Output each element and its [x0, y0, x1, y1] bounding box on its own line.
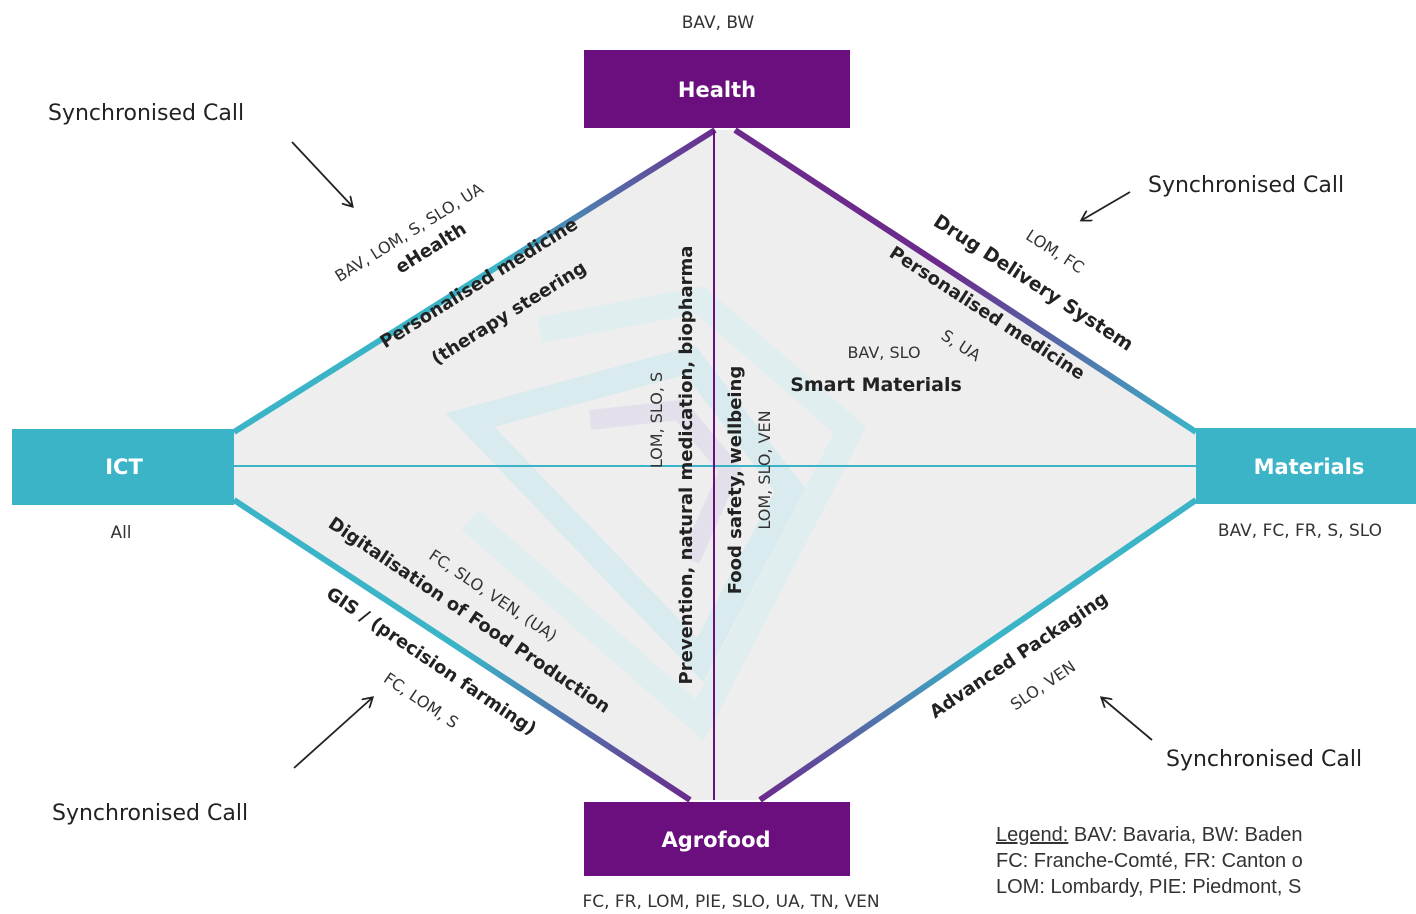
legend-text-1: BAV: Bavaria, BW: Baden: [1073, 824, 1303, 846]
edge-ict-agrofood: [232, 497, 692, 803]
call-bottom-right: Synchronised Call: [1166, 747, 1362, 772]
watermark-logo: [445, 286, 867, 741]
call-top-left: Synchronised Call: [48, 101, 244, 126]
legend-line-3: LOM: Lombardy, PIE: Piedmont, S: [996, 876, 1302, 898]
smart-materials-label: Smart Materials: [790, 374, 962, 396]
node-health-label: Health: [678, 78, 756, 102]
center-regions-food-safety: LOM, SLO, VEN: [755, 410, 774, 529]
node-materials: Materials: [1196, 428, 1416, 504]
call-top-right-arrow: [1082, 191, 1131, 220]
node-ict-label: ICT: [105, 455, 143, 479]
node-health: Health: [584, 50, 850, 128]
call-bottom-right-arrow: [1102, 698, 1153, 741]
center-topic-prevention: Prevention, natural medication, biopharm…: [676, 246, 697, 685]
call-bottom-left: Synchronised Call: [52, 801, 248, 826]
legend-line-2: FC: Franche-Comté, FR: Canton o: [996, 850, 1303, 872]
smart-materials-regions: BAV, SLO: [847, 343, 920, 362]
node-agrofood-label: Agrofood: [661, 828, 770, 852]
call-top-right: Synchronised Call: [1148, 173, 1344, 198]
node-materials-label: Materials: [1254, 455, 1365, 479]
node-agrofood: Agrofood: [584, 802, 850, 876]
ict-regions: All: [110, 523, 131, 543]
legend-line-1: Legend: BAV: Bavaria, BW: Baden: [996, 822, 1416, 848]
agrofood-regions: FC, FR, LOM, PIE, SLO, UA, TN, VEN: [582, 892, 879, 912]
edge-ict-health: [232, 127, 717, 435]
materials-regions: BAV, FC, FR, S, SLO: [1218, 521, 1382, 541]
call-top-left-arrow: [291, 141, 352, 206]
edge-materials-agrofood: [758, 497, 1198, 803]
call-bottom-left-arrow: [293, 698, 372, 769]
legend-label: Legend:: [996, 824, 1069, 846]
center-topic-food-safety: Food safety, wellbeing: [725, 366, 746, 595]
legend: Legend: BAV: Bavaria, BW: Baden FC: Fran…: [996, 822, 1416, 900]
edge-health-materials: [733, 127, 1198, 435]
health-regions: BAV, BW: [682, 13, 755, 33]
center-regions-prevention: LOM, SLO, S: [647, 372, 666, 468]
node-ict: ICT: [12, 429, 234, 505]
